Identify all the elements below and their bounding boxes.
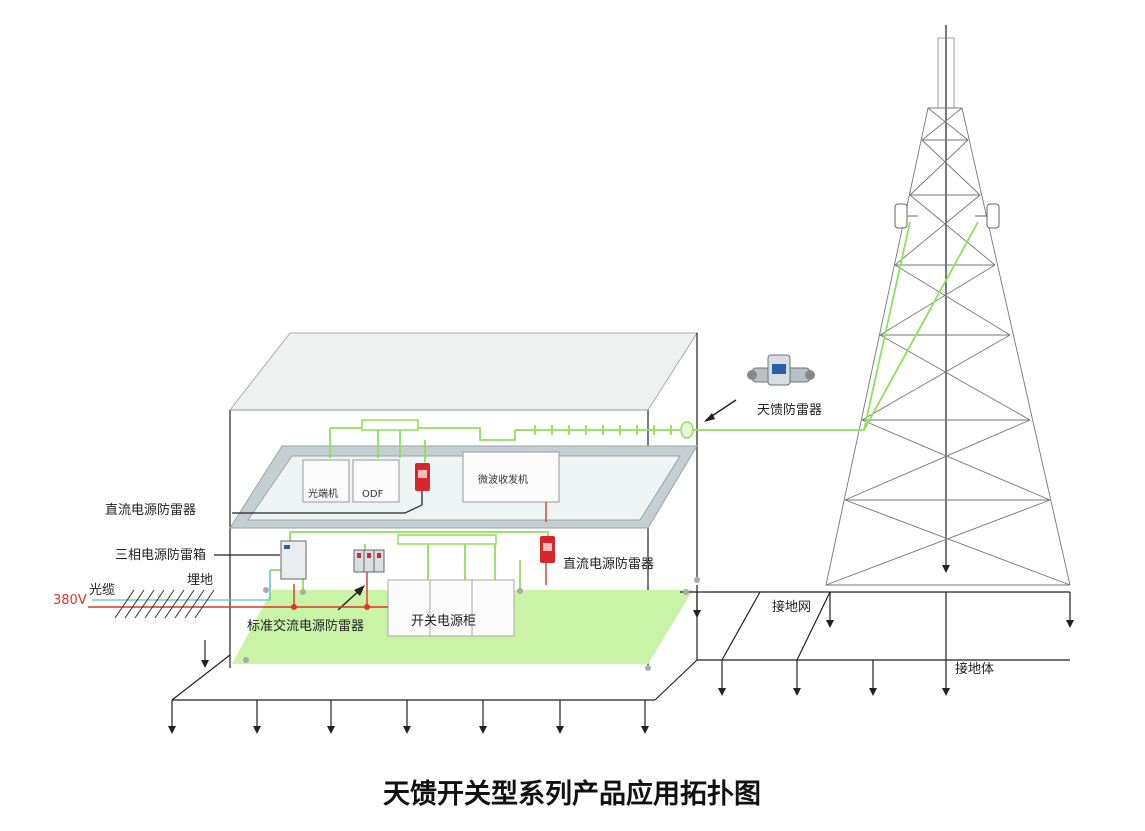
ac-protector-icon xyxy=(353,549,385,573)
antenna-feeder-protector-label: 天馈防雷器 xyxy=(757,402,822,418)
feeder-cables xyxy=(688,221,979,431)
microwave-transceiver: 微波收发机 xyxy=(462,451,560,503)
optical-terminal: 光端机 xyxy=(302,459,350,503)
three-phase-box-label: 三相电源防雷箱 xyxy=(115,547,206,563)
optical-terminal-label: 光端机 xyxy=(308,487,338,500)
ground-rod-arrows xyxy=(168,565,1074,734)
optical-cable xyxy=(92,589,270,619)
three-phase-box-icon xyxy=(280,540,307,580)
antenna-left xyxy=(894,203,918,229)
dc-protector-upper-icon xyxy=(415,463,430,491)
odf-label: ODF xyxy=(362,489,384,500)
grounding-grid-label: 接地网 xyxy=(772,599,811,615)
buried-label: 埋地 xyxy=(187,573,213,588)
ground-points xyxy=(243,577,700,671)
dc-protector-right-icon xyxy=(540,536,555,563)
standard-ac-protector-label: 标准交流电源防雷器 xyxy=(247,618,364,634)
dc-protector-left-label: 直流电源防雷器 xyxy=(105,502,196,518)
upper-wiring xyxy=(329,419,516,462)
lower-wiring xyxy=(269,531,549,600)
odf-unit: ODF xyxy=(352,459,400,503)
tower xyxy=(825,25,1071,586)
antenna-right xyxy=(975,203,1000,229)
switch-power-cabinet-label: 开关电源柜 xyxy=(411,614,476,629)
antenna-feeder-protector-icon xyxy=(747,354,815,386)
power-line-380v xyxy=(88,563,547,610)
dc-protector-right-label: 直流电源防雷器 xyxy=(563,556,654,572)
voltage-380-label: 380V xyxy=(53,593,87,608)
microwave-transceiver-label: 微波收发机 xyxy=(478,473,528,486)
arrow-to-feeder xyxy=(704,399,737,422)
optical-cable-label: 光缆 xyxy=(89,582,115,598)
grounding-body-label: 接地体 xyxy=(955,661,994,677)
wall-feeder-port xyxy=(515,421,694,439)
diagram-title: 天馈开关型系列产品应用拓扑图 xyxy=(383,778,761,810)
switch-power-cabinet xyxy=(387,579,515,637)
